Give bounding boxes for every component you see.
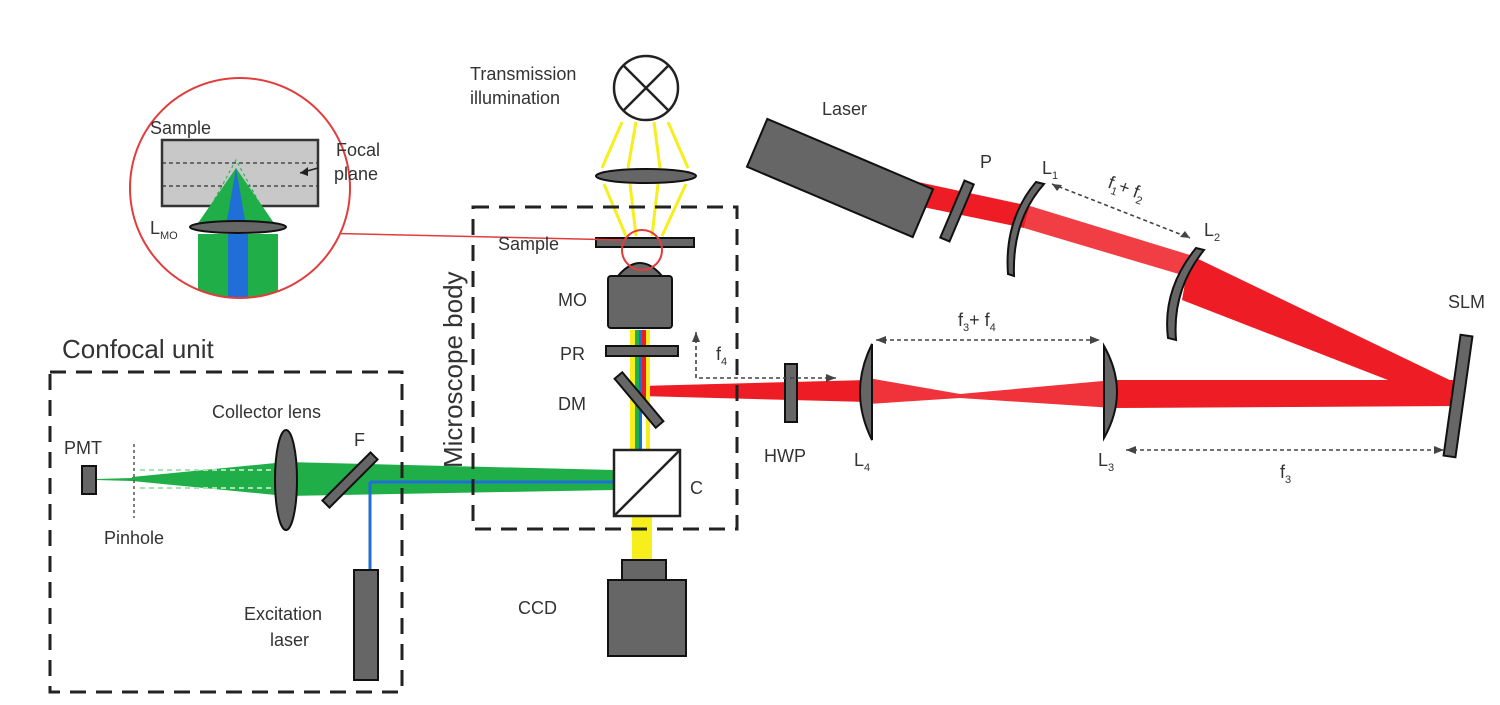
dim-f4 — [695, 332, 836, 379]
dimension-lines — [692, 183, 1444, 454]
illumination-ray-8 — [660, 183, 688, 237]
label-laser: Laser — [822, 99, 867, 119]
label-pmt: PMT — [64, 438, 102, 458]
label-sample: Sample — [498, 234, 559, 254]
sample-magnify-marker — [621, 229, 663, 271]
lens-l3 — [1103, 342, 1118, 442]
label-inset-plane: plane — [334, 164, 378, 184]
filter-f — [321, 451, 379, 509]
pmt — [81, 465, 97, 495]
label-l2: L2 — [1204, 220, 1220, 244]
label-l1: L1 — [1042, 158, 1058, 182]
confocal-unit-box — [48, 370, 404, 694]
illumination-ray-2 — [626, 121, 638, 169]
label-filter: F — [354, 430, 365, 450]
illumination-ray-5 — [602, 183, 628, 237]
inset-magnification — [129, 77, 623, 299]
lens-l1 — [1006, 180, 1046, 278]
beams — [96, 121, 1460, 570]
label-slm: SLM — [1448, 292, 1485, 312]
polarizer — [938, 179, 976, 243]
dichroic-mirror — [613, 370, 665, 430]
illumination-ray-7 — [650, 183, 660, 237]
label-pr: PR — [560, 344, 585, 364]
red-beam-l4-to-dm — [640, 380, 868, 402]
microscope-body-box — [471, 205, 739, 531]
illumination-ray-6 — [628, 183, 638, 237]
vertical-beam-red — [642, 330, 646, 400]
label-excitation-laser: laser — [270, 630, 309, 650]
red-beam-laser-to-l2 — [918, 182, 1030, 228]
label-f4: f4 — [716, 344, 727, 368]
label-dm: DM — [558, 394, 586, 414]
half-wave-plate — [784, 363, 798, 423]
label-transmission: Transmission — [470, 64, 576, 84]
excitation-laser — [353, 569, 379, 681]
label-inset-lens: LMO — [150, 218, 178, 242]
ccd-camera — [607, 559, 687, 657]
red-beam-l2-to-slm — [1182, 255, 1460, 408]
inset-sample-box — [160, 138, 320, 208]
inset-objective-lens — [189, 220, 287, 234]
label-collector-lens: Collector lens — [212, 402, 321, 422]
vertical-beam-yellow-right — [646, 330, 650, 470]
label-hwp: HWP — [764, 446, 806, 466]
label-l3: L3 — [1098, 450, 1114, 474]
illumination-ray-1 — [600, 121, 624, 169]
label-mo: MO — [558, 290, 587, 310]
red-beam-l2-to-l1 — [1024, 206, 1190, 275]
red-beam-slm-to-l3 — [1114, 380, 1460, 408]
beam-splitter-cube — [612, 448, 682, 518]
label-c: C — [690, 478, 703, 498]
condenser-lens — [595, 168, 697, 184]
lens-l4 — [859, 343, 873, 441]
labels: Transmission illumination Laser P L1 L2 … — [62, 64, 1485, 650]
label-ccd: CCD — [518, 598, 557, 618]
green-beam-c-to-collector — [286, 462, 614, 496]
polarization-rotator — [605, 345, 679, 357]
label-f1-f2: f1+ f2 — [1104, 172, 1148, 207]
label-inset-focal: Focal — [336, 140, 380, 160]
label-pinhole: Pinhole — [104, 528, 164, 548]
transmission-lamp — [612, 54, 680, 122]
label-illumination: illumination — [470, 88, 560, 108]
laser-box — [745, 117, 935, 239]
illumination-ray-4 — [666, 121, 690, 169]
red-beam-l3-to-l4 — [868, 378, 1114, 408]
illumination-ray-3 — [652, 121, 662, 169]
label-f3: f3 — [1280, 462, 1291, 486]
label-l4: L4 — [854, 450, 870, 474]
green-beam-collector-to-pinhole — [132, 462, 286, 496]
yellow-beam-to-ccd — [632, 515, 652, 563]
label-f3-f4: f3+ f4 — [958, 310, 996, 334]
inset-circle — [129, 77, 351, 299]
label-inset-sample: Sample — [150, 118, 211, 138]
label-microscope-body: Microscope body — [438, 271, 468, 468]
components — [81, 54, 1474, 681]
sample-slide — [595, 237, 695, 248]
green-beam-pinhole-to-pmt — [96, 478, 132, 481]
label-excitation: Excitation — [244, 604, 322, 624]
dim-f1-f2 — [1051, 183, 1191, 239]
slm — [1442, 333, 1474, 459]
label-polarizer: P — [980, 152, 992, 172]
lens-l2 — [1166, 246, 1206, 342]
label-confocal-unit: Confocal unit — [62, 334, 215, 364]
collector-lens — [274, 429, 298, 531]
microscope-objective — [607, 275, 673, 329]
